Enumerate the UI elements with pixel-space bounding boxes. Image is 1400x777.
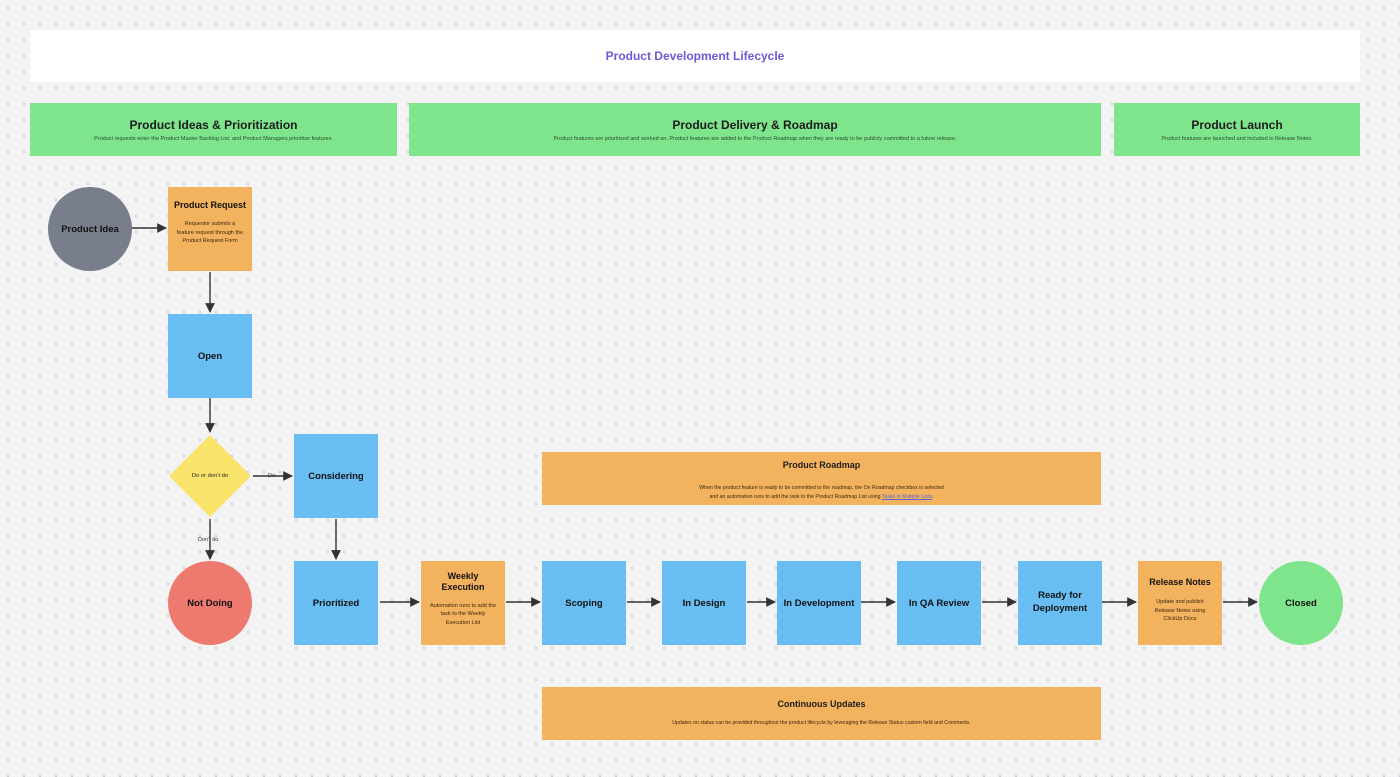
- phase-ideas-prioritization[interactable]: Product Ideas & Prioritization Product r…: [30, 103, 397, 156]
- node-label: Not Doing: [187, 597, 233, 609]
- node-label: Open: [197, 350, 223, 362]
- phase-launch[interactable]: Product Launch Product features are laun…: [1114, 103, 1360, 156]
- node-product-idea[interactable]: Product Idea: [48, 187, 132, 271]
- phase-description: Product requests enter the Product Maste…: [94, 135, 333, 142]
- node-not-doing[interactable]: Not Doing: [168, 561, 252, 645]
- node-description: Automation runs to add the task to the W…: [429, 602, 497, 626]
- node-ready-for-deployment[interactable]: Ready for Deployment: [1018, 561, 1102, 645]
- node-label: Product Idea: [61, 223, 119, 235]
- node-title: Release Notes: [1149, 577, 1211, 587]
- node-product-request[interactable]: Product Request Requestor submits a feat…: [168, 187, 252, 271]
- node-in-qa-review[interactable]: In QA Review: [897, 561, 981, 645]
- node-scoping[interactable]: Scoping: [542, 561, 626, 645]
- node-release-notes[interactable]: Release Notes Update and publish Release…: [1138, 561, 1222, 645]
- node-label: Closed: [1285, 597, 1317, 609]
- phase-title: Product Ideas & Prioritization: [129, 117, 298, 132]
- node-label: Scoping: [565, 597, 603, 609]
- node-label: Considering: [308, 470, 364, 482]
- node-in-development[interactable]: In Development: [777, 561, 861, 645]
- node-title: Weekly Execution: [441, 571, 485, 593]
- node-label: In Development: [783, 597, 855, 609]
- node-label: Do or don't do: [191, 472, 229, 479]
- banner-line-1: When the product feature is ready to be …: [699, 485, 944, 491]
- phase-title: Product Delivery & Roadmap: [672, 117, 838, 132]
- tasks-multiple-lists-link[interactable]: Tasks in Multiple Lists: [881, 493, 933, 500]
- node-label: Ready for Deployment: [1032, 590, 1088, 614]
- node-closed[interactable]: Closed: [1259, 561, 1343, 645]
- banner-line-2: and an automation runs to add the task t…: [709, 493, 934, 500]
- node-description: Update and publish Release Notes using C…: [1154, 599, 1206, 623]
- diagram-title: Product Development Lifecycle: [605, 49, 785, 63]
- phase-delivery-roadmap[interactable]: Product Delivery & Roadmap Product featu…: [409, 103, 1101, 156]
- banner-description: When the product feature is ready to be …: [699, 484, 944, 502]
- banner-continuous-updates[interactable]: Continuous Updates Updates on status can…: [542, 687, 1101, 740]
- phase-title: Product Launch: [1191, 117, 1283, 132]
- phase-description: Product features are launched and includ…: [1161, 135, 1313, 142]
- node-open[interactable]: Open: [168, 314, 252, 398]
- edge-label-dont-do: Don't do: [198, 537, 219, 543]
- banner-product-roadmap[interactable]: Product Roadmap When the product feature…: [542, 452, 1101, 505]
- edge-label-do: Do: [268, 473, 276, 479]
- node-in-design[interactable]: In Design: [662, 561, 746, 645]
- banner-title: Product Roadmap: [782, 460, 861, 470]
- node-title: Product Request: [173, 200, 246, 210]
- node-label: In QA Review: [908, 597, 970, 609]
- banner-description: Updates on status can be provided throug…: [672, 720, 971, 726]
- node-considering[interactable]: Considering: [294, 434, 378, 518]
- node-prioritized[interactable]: Prioritized: [294, 561, 378, 645]
- node-label: Prioritized: [312, 597, 360, 609]
- phase-description: Product features are prioritized and wor…: [553, 135, 957, 142]
- banner-title: Continuous Updates: [777, 699, 866, 709]
- node-label: In Design: [682, 597, 726, 609]
- diagram-title-bar: Product Development Lifecycle: [30, 30, 1360, 82]
- node-weekly-execution[interactable]: Weekly Execution Automation runs to add …: [421, 561, 505, 645]
- node-description: Requestor submits a feature request thro…: [176, 221, 244, 245]
- node-decision[interactable]: Do or don't do: [168, 434, 252, 518]
